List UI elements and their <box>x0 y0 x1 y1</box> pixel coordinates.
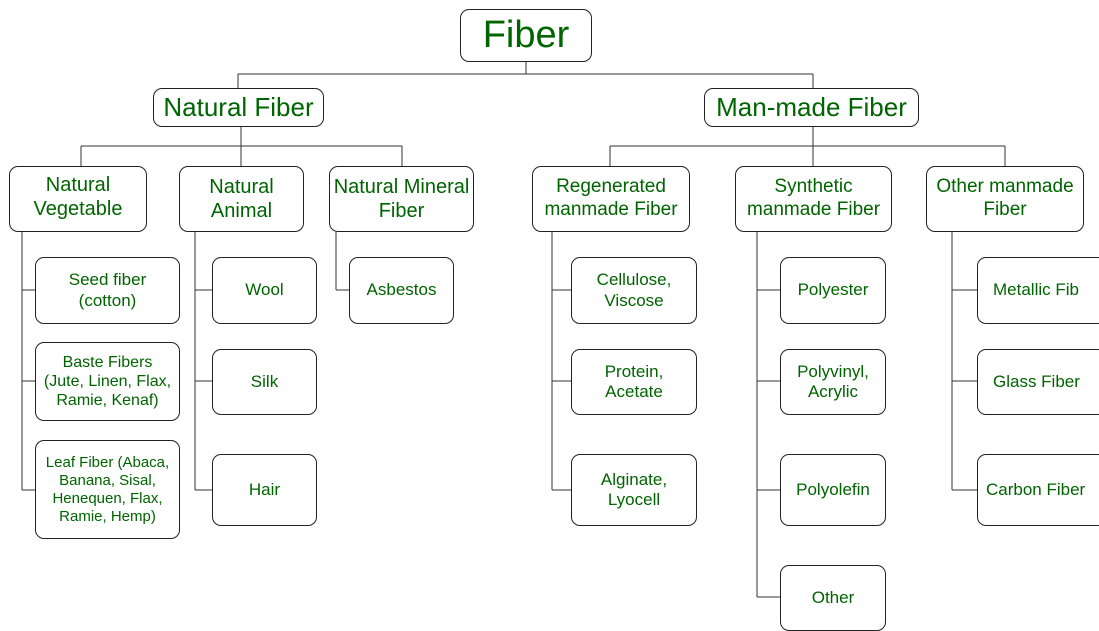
leaf-wool: Wool <box>212 257 317 324</box>
leaf-polyvinyl-acrylic: Polyvinyl, Acrylic <box>780 349 886 415</box>
node-fiber: Fiber <box>460 9 592 62</box>
node-man-made-fiber: Man-made Fiber <box>704 88 919 127</box>
leaf-metallic-fiber: Metallic Fib <box>977 257 1099 324</box>
node-regenerated-manmade-fiber: Regenerated manmade Fiber <box>532 166 690 232</box>
node-natural-vegetable: Natural Vegetable <box>9 166 147 232</box>
leaf-hair: Hair <box>212 454 317 526</box>
leaf-polyolefin: Polyolefin <box>780 454 886 526</box>
node-natural-fiber: Natural Fiber <box>153 88 324 127</box>
leaf-seed-fiber: Seed fiber (cotton) <box>35 257 180 324</box>
leaf-leaf-fiber: Leaf Fiber (Abaca, Banana, Sisal, Henequ… <box>35 440 180 539</box>
leaf-carbon-fiber: Carbon Fiber <box>977 454 1099 526</box>
leaf-asbestos: Asbestos <box>349 257 454 324</box>
leaf-glass-fiber: Glass Fiber <box>977 349 1099 415</box>
leaf-other: Other <box>780 565 886 631</box>
leaf-alginate-lyocell: Alginate, Lyocell <box>571 454 697 526</box>
leaf-silk: Silk <box>212 349 317 415</box>
node-natural-mineral-fiber: Natural Mineral Fiber <box>329 166 474 232</box>
node-synthetic-manmade-fiber: Synthetic manmade Fiber <box>735 166 892 232</box>
leaf-cellulose-viscose: Cellulose, Viscose <box>571 257 697 324</box>
node-natural-animal: Natural Animal <box>179 166 304 232</box>
leaf-polyester: Polyester <box>780 257 886 324</box>
leaf-baste-fibers: Baste Fibers (Jute, Linen, Flax, Ramie, … <box>35 342 180 421</box>
node-other-manmade-fiber: Other manmade Fiber <box>926 166 1084 232</box>
leaf-protein-acetate: Protein, Acetate <box>571 349 697 415</box>
